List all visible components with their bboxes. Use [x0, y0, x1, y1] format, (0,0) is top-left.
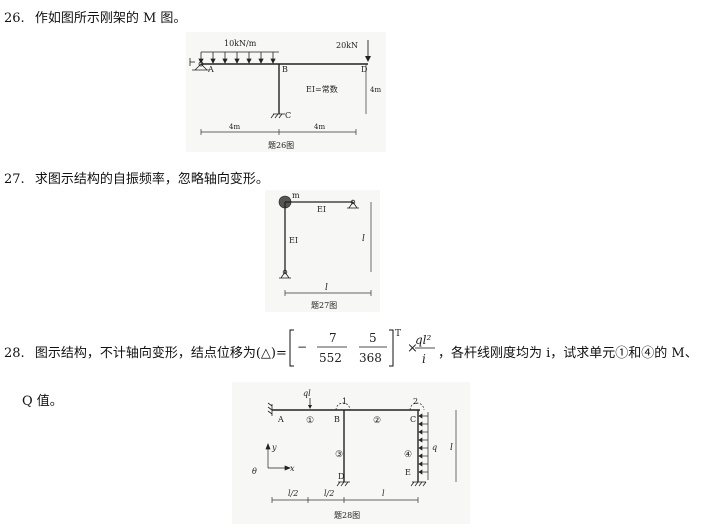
q28-load-ql-head: [308, 405, 312, 409]
q28-node1-rotation: [335, 402, 351, 411]
q28-factor: ql² i: [413, 330, 443, 368]
q26-title: 26. 作如图所示刚架的 M 图。: [4, 7, 186, 26]
q28-dim-c-label: l: [382, 489, 385, 498]
q28-factor-den: i: [422, 352, 426, 366]
q28-transpose: T: [395, 329, 401, 339]
q26-label-a: A: [207, 65, 214, 74]
q26-caption: 题26图: [268, 141, 294, 150]
q27-right-pin: [347, 199, 359, 209]
q27-title: 27. 求图示结构的自振频率，忽略轴向变形。: [4, 168, 269, 187]
q27-ei-left-label: EI: [289, 236, 298, 245]
q28-label-b: B: [334, 415, 340, 424]
q28-factor-svg: ql² i: [415, 333, 435, 366]
q26-label-c: C: [285, 111, 291, 120]
q26-fixed-support-c: [270, 113, 285, 119]
q28-node-1: 1: [342, 397, 347, 406]
q26-figure: 10kN/m A B D C 20kN EI=常数: [186, 32, 386, 152]
q28-axes: [265, 443, 291, 471]
q26-dim-height-label: 4m: [370, 86, 381, 94]
q28-m11-den: 552: [319, 351, 342, 365]
q28-matrix-svg: − 7 552 5 368 T ×: [289, 329, 418, 367]
q26-number: 26.: [4, 11, 25, 26]
q28-caption: 题28图: [334, 511, 360, 520]
q27-dim-horizontal: [284, 290, 372, 296]
q28-factor-num: ql²: [415, 333, 432, 347]
q28-load-ql-label: ql: [303, 389, 311, 398]
q28-m12-den: 368: [359, 351, 382, 365]
q28-displacement-vector: − 7 552 5 368 T ×: [289, 328, 424, 368]
q27-figure: m EI EI l l 题27图: [265, 190, 380, 312]
q26-point-load-head: [365, 56, 371, 62]
q28-label-e: E: [405, 468, 411, 477]
q28-m11-num: 7: [329, 331, 337, 345]
q28-dim-b-label: l/2: [324, 489, 334, 498]
q26-pin-support-a: [189, 58, 210, 71]
q28-fixed-support-a: [267, 402, 273, 416]
q28-title-line2: Q 值。: [22, 390, 63, 409]
q27-bottom-pin: [279, 269, 291, 279]
q28-title-line1: 28. 图示结构，不计轴向变形，结点位移为(△)=: [4, 342, 287, 361]
q26-label-d: D: [361, 65, 367, 74]
q26-dim-bottom: [200, 129, 357, 135]
q28-distributed-load: [418, 412, 429, 480]
q26-label-b: B: [282, 65, 288, 74]
q28-left-bracket: [289, 329, 294, 367]
q27-diagram: m EI EI l l 题27图: [278, 191, 372, 310]
q27-caption: 题27图: [311, 301, 337, 310]
q28-label-a: A: [277, 415, 284, 424]
q28-diagram: A B C ① ② ql 1 2 ③ D ④ E: [252, 389, 457, 520]
q28-axis-y: y: [271, 443, 277, 452]
q28-m12-num: 5: [369, 331, 377, 345]
q28-right-bracket: [389, 329, 394, 367]
q28-load-q-label: q: [432, 443, 437, 452]
q28-axis-x: x: [290, 464, 295, 473]
q28-text-after: ，各杆线刚度均为 i，试求单元①和④的 M、: [438, 346, 698, 361]
q28-dim-v-label: l: [450, 443, 453, 453]
q27-ei-top-label: EI: [317, 205, 326, 214]
q28-label-d: D: [338, 472, 344, 481]
q28-element-3: ③: [335, 450, 343, 460]
q27-text: 求图示结构的自振频率，忽略轴向变形。: [34, 172, 269, 187]
q28-figure: A B C ① ② ql 1 2 ③ D ④ E: [232, 382, 470, 524]
q28-axis-o: θ: [252, 467, 257, 476]
q28-node-2: 2: [413, 397, 418, 406]
q27-mass-label: m: [292, 191, 300, 200]
q26-distributed-load: [198, 51, 279, 64]
q26-dim-l2-label: 4m: [314, 123, 325, 131]
q28-dim-a-label: l/2: [288, 489, 298, 498]
q27-number: 27.: [4, 172, 25, 187]
q27-dim-h-label: l: [325, 283, 328, 293]
q27-dim-v-label: l: [362, 234, 365, 244]
q26-ei-label: EI=常数: [306, 84, 338, 94]
q28-text-before: 图示结构，不计轴向变形，结点位移为(△)=: [34, 346, 287, 361]
q28-dim-horizontal: [271, 497, 419, 503]
q28-node2-rotation: [409, 402, 425, 411]
q28-element-1: ①: [306, 416, 314, 426]
q28-number: 28.: [4, 346, 25, 361]
q28-text-after-wrap: ，各杆线刚度均为 i，试求单元①和④的 M、: [438, 342, 698, 361]
q28-element-2: ②: [373, 416, 381, 426]
q26-text: 作如图所示刚架的 M 图。: [34, 11, 187, 26]
q26-dim-l1-label: 4m: [229, 123, 240, 131]
q28-text-line2: Q 值。: [22, 394, 63, 409]
q26-load-p-label: 20kN: [336, 41, 358, 50]
q28-fixed-support-d: [336, 481, 350, 487]
q28-fixed-support-e: [410, 481, 427, 487]
q28-times: ×: [407, 341, 418, 356]
q28-element-4: ④: [404, 450, 412, 460]
q28-minus: −: [297, 340, 307, 354]
q26-diagram: 10kN/m A B D C 20kN EI=常数: [189, 39, 381, 150]
q26-load-q-label: 10kN/m: [224, 39, 257, 48]
q28-label-c: C: [410, 415, 416, 424]
